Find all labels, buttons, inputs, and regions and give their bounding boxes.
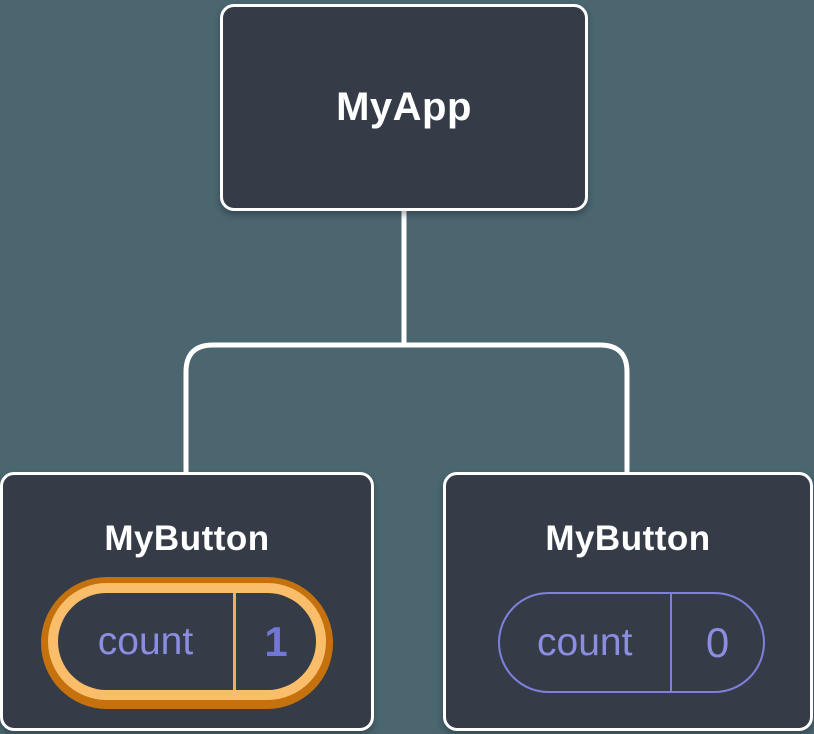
component-label: MyButton bbox=[545, 519, 711, 558]
state-value: 1 bbox=[264, 617, 288, 665]
state-pill: count 0 bbox=[498, 592, 765, 693]
state-name: count bbox=[537, 620, 633, 664]
state-pill-divider bbox=[233, 593, 236, 690]
state-highlight-ring: count 1 bbox=[41, 577, 333, 709]
state-value: 0 bbox=[705, 618, 730, 666]
component-node-mybutton-right: MyButton count 0 bbox=[443, 472, 813, 731]
component-label: MyButton bbox=[104, 519, 270, 558]
component-node-mybutton-left: MyButton count 1 bbox=[0, 472, 374, 731]
component-node-myapp: MyApp bbox=[220, 4, 588, 211]
state-pill: count 1 bbox=[58, 593, 316, 690]
state-name: count bbox=[97, 619, 194, 663]
component-label: MyApp bbox=[336, 85, 472, 129]
state-pill-divider bbox=[669, 594, 672, 691]
